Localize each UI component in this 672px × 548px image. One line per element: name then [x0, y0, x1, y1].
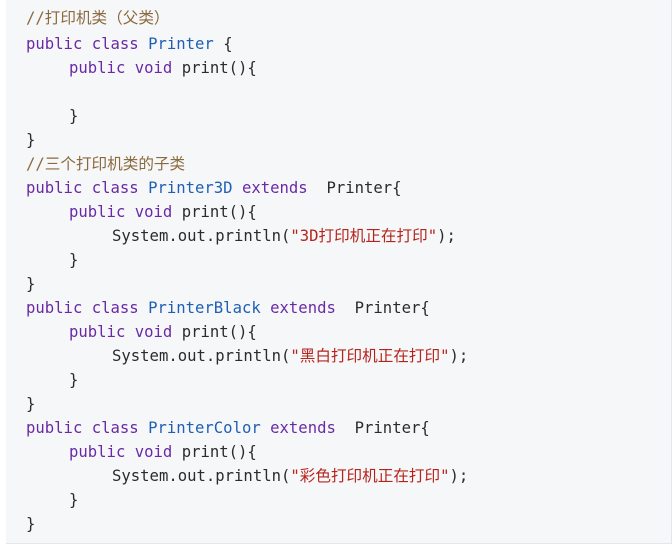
keyword-public: public — [26, 35, 83, 53]
keyword-public: public — [26, 179, 83, 197]
statement-end: ); — [449, 467, 469, 485]
keyword-public: public — [26, 419, 83, 437]
code-line-close-brace: } — [69, 371, 79, 389]
statement-end: ); — [449, 347, 469, 365]
statement-end: ); — [437, 227, 456, 245]
class-name-printercolor: PrinterColor — [148, 419, 261, 437]
code-line-close-brace: } — [26, 131, 36, 149]
code-line-class-printerblack: public class PrinterBlack extends Printe… — [26, 296, 430, 320]
keyword-public: public — [26, 299, 83, 317]
code-line-class-printer: public class Printer { — [26, 32, 233, 56]
parent-class-printer: Printer{ — [354, 299, 430, 317]
code-line-close-brace: } — [26, 515, 36, 533]
parent-class-printer: Printer{ — [354, 419, 430, 437]
code-line-close-brace: } — [69, 491, 79, 509]
method-print: print(){ — [181, 203, 257, 221]
code-line-close-brace: } — [26, 275, 36, 293]
method-print: print(){ — [181, 323, 257, 341]
string-literal-black: "黑白打印机正在打印" — [290, 347, 450, 365]
code-line-println-3d: System.out.println("3D打印机正在打印"); — [112, 224, 456, 248]
keyword-class: class — [91, 179, 139, 197]
keyword-class: class — [91, 419, 139, 437]
parent-class-printer: Printer{ — [326, 179, 402, 197]
keyword-extends: extends — [270, 419, 336, 437]
keyword-void: void — [134, 59, 173, 77]
code-line-class-printercolor: public class PrinterColor extends Printe… — [26, 416, 430, 440]
comment-subclasses: //三个打印机类的子类 — [26, 155, 186, 173]
code-line-close-brace: } — [26, 395, 36, 413]
code-line-println-black: System.out.println("黑白打印机正在打印"); — [112, 344, 468, 368]
code-block: //打印机类（父类） public class Printer { public… — [6, 0, 672, 544]
string-literal-3d: "3D打印机正在打印" — [290, 227, 438, 245]
keyword-extends: extends — [270, 299, 336, 317]
class-name-printer: Printer — [148, 35, 214, 53]
println-call: System.out.println( — [112, 467, 291, 485]
keyword-public: public — [69, 323, 126, 341]
code-line-class-printer3d: public class Printer3D extends Printer{ — [26, 176, 402, 200]
keyword-public: public — [69, 443, 126, 461]
code-line-close-brace: } — [69, 107, 79, 125]
keyword-class: class — [91, 35, 139, 53]
keyword-extends: extends — [241, 179, 308, 197]
class-name-printer3d: Printer3D — [148, 179, 233, 197]
println-call: System.out.println( — [112, 347, 291, 365]
method-print: print(){ — [181, 443, 257, 461]
method-print: print(){ — [181, 59, 257, 77]
keyword-class: class — [91, 299, 139, 317]
keyword-void: void — [134, 203, 173, 221]
code-line-close-brace: } — [69, 251, 79, 269]
open-brace: { — [223, 35, 233, 53]
keyword-void: void — [134, 323, 173, 341]
string-literal-color: "彩色打印机正在打印" — [290, 467, 450, 485]
println-call: System.out.println( — [112, 227, 291, 245]
keyword-public: public — [69, 203, 126, 221]
code-line-method-print: public void print(){ — [69, 56, 257, 80]
code-line-method-print: public void print(){ — [69, 200, 257, 224]
keyword-void: void — [134, 443, 173, 461]
code-line-println-color: System.out.println("彩色打印机正在打印"); — [112, 464, 468, 488]
code-line-method-print: public void print(){ — [69, 440, 257, 464]
code-line-method-print: public void print(){ — [69, 320, 257, 344]
comment-parent-class: //打印机类（父类） — [26, 9, 170, 27]
keyword-public: public — [69, 59, 126, 77]
class-name-printerblack: PrinterBlack — [148, 299, 261, 317]
